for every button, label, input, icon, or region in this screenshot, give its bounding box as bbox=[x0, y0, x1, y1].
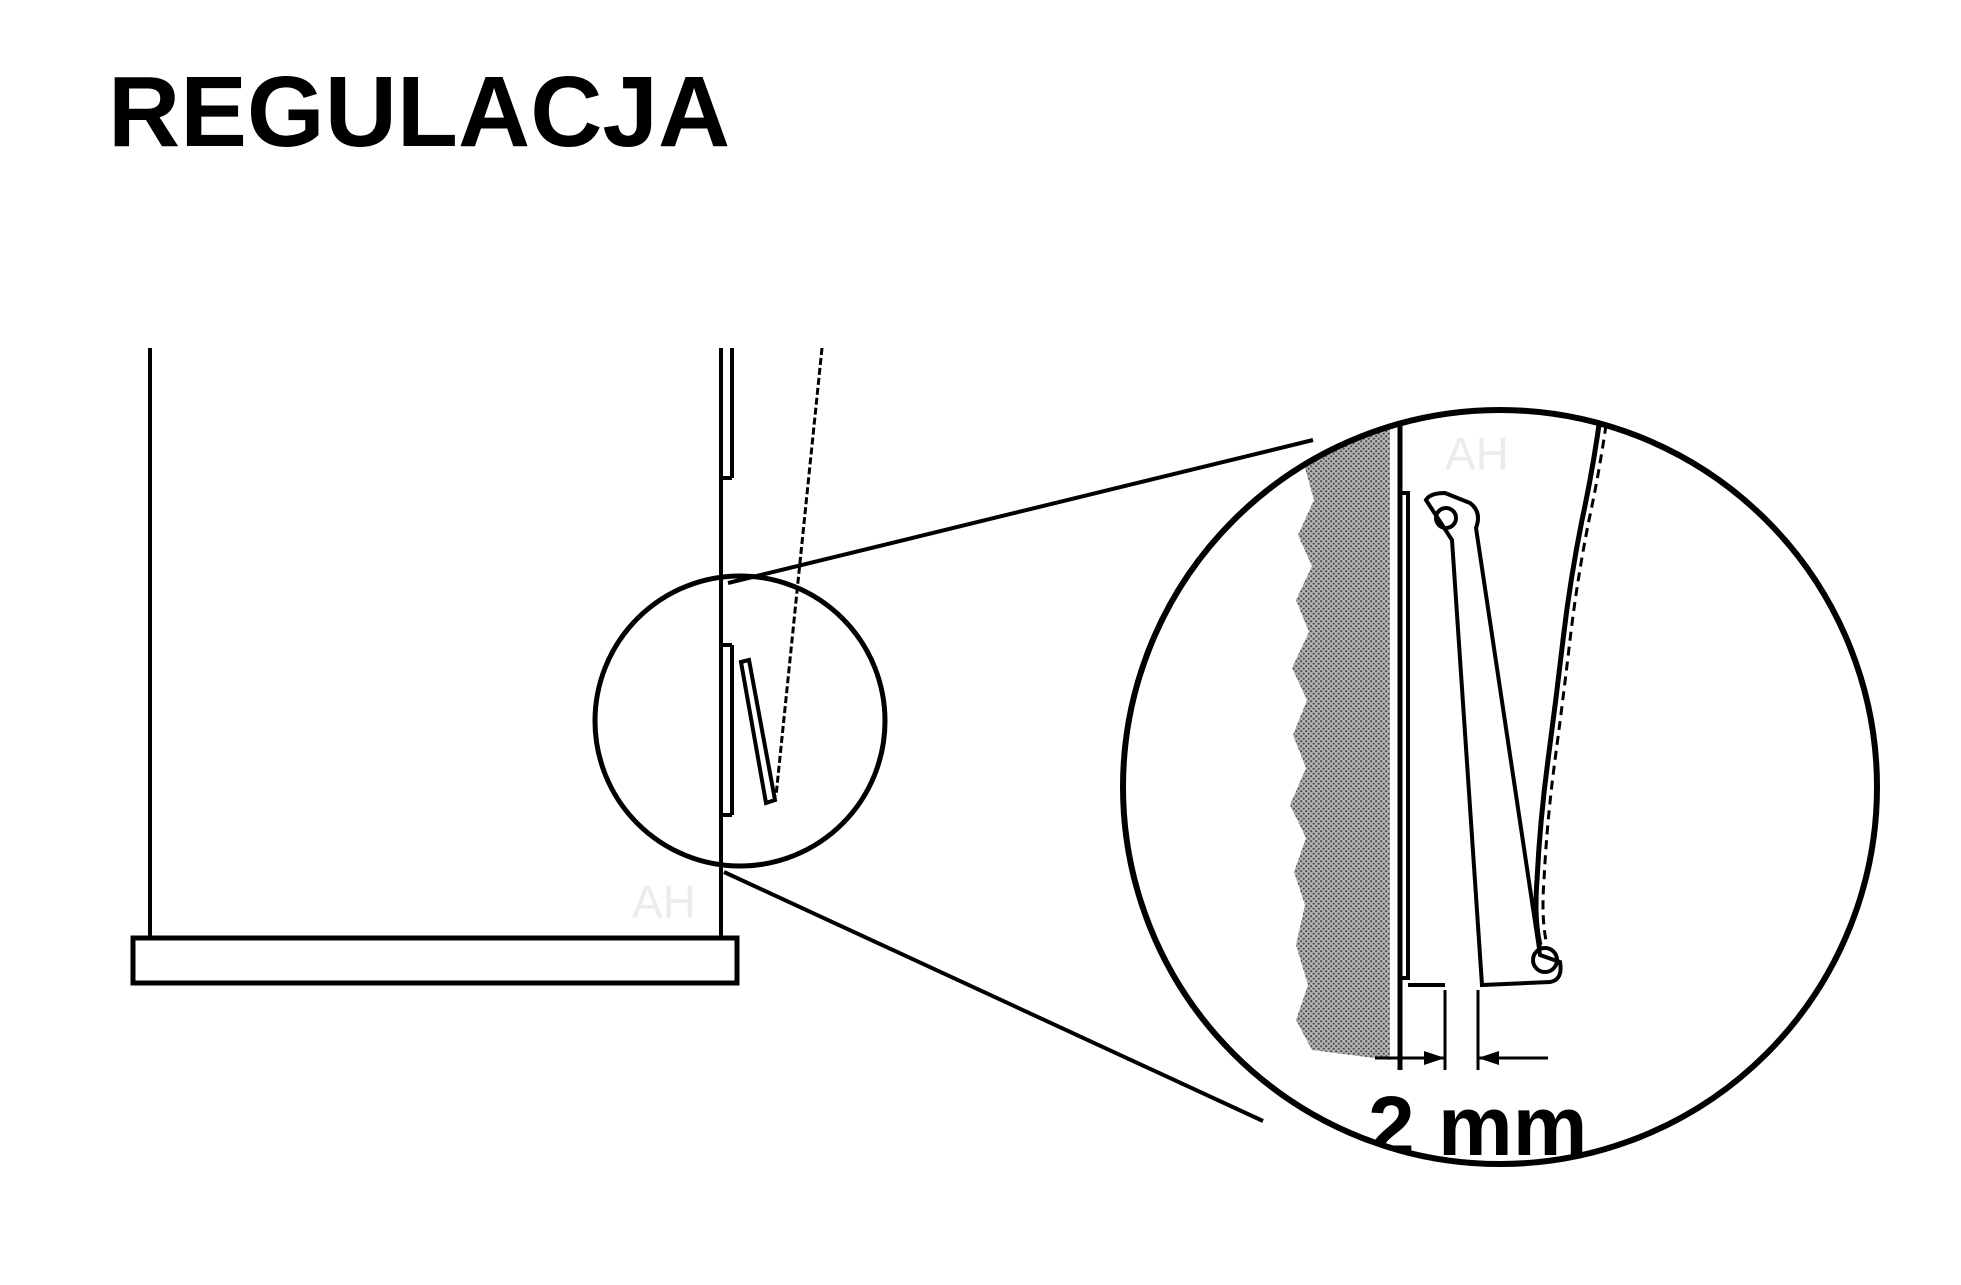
zoom-connector-lines bbox=[723, 438, 1314, 1123]
watermark-small: AH bbox=[632, 876, 696, 928]
base-board bbox=[130, 935, 740, 986]
overview-drawing bbox=[130, 347, 888, 986]
chain-line-small bbox=[774, 347, 824, 797]
chain bbox=[1533, 410, 1606, 946]
lever bbox=[1423, 490, 1563, 988]
watermark-large: AH bbox=[1445, 428, 1509, 480]
small-lever bbox=[738, 657, 778, 806]
lever-pivot bbox=[1434, 506, 1458, 530]
bracket-plate bbox=[1400, 491, 1410, 980]
magnifier-circle-large bbox=[1120, 407, 1880, 1167]
chain-ring bbox=[1531, 946, 1559, 974]
page-title: REGULACJA bbox=[108, 56, 731, 168]
wall-texture bbox=[1290, 410, 1390, 1060]
magnifier-circle-small bbox=[592, 573, 888, 869]
